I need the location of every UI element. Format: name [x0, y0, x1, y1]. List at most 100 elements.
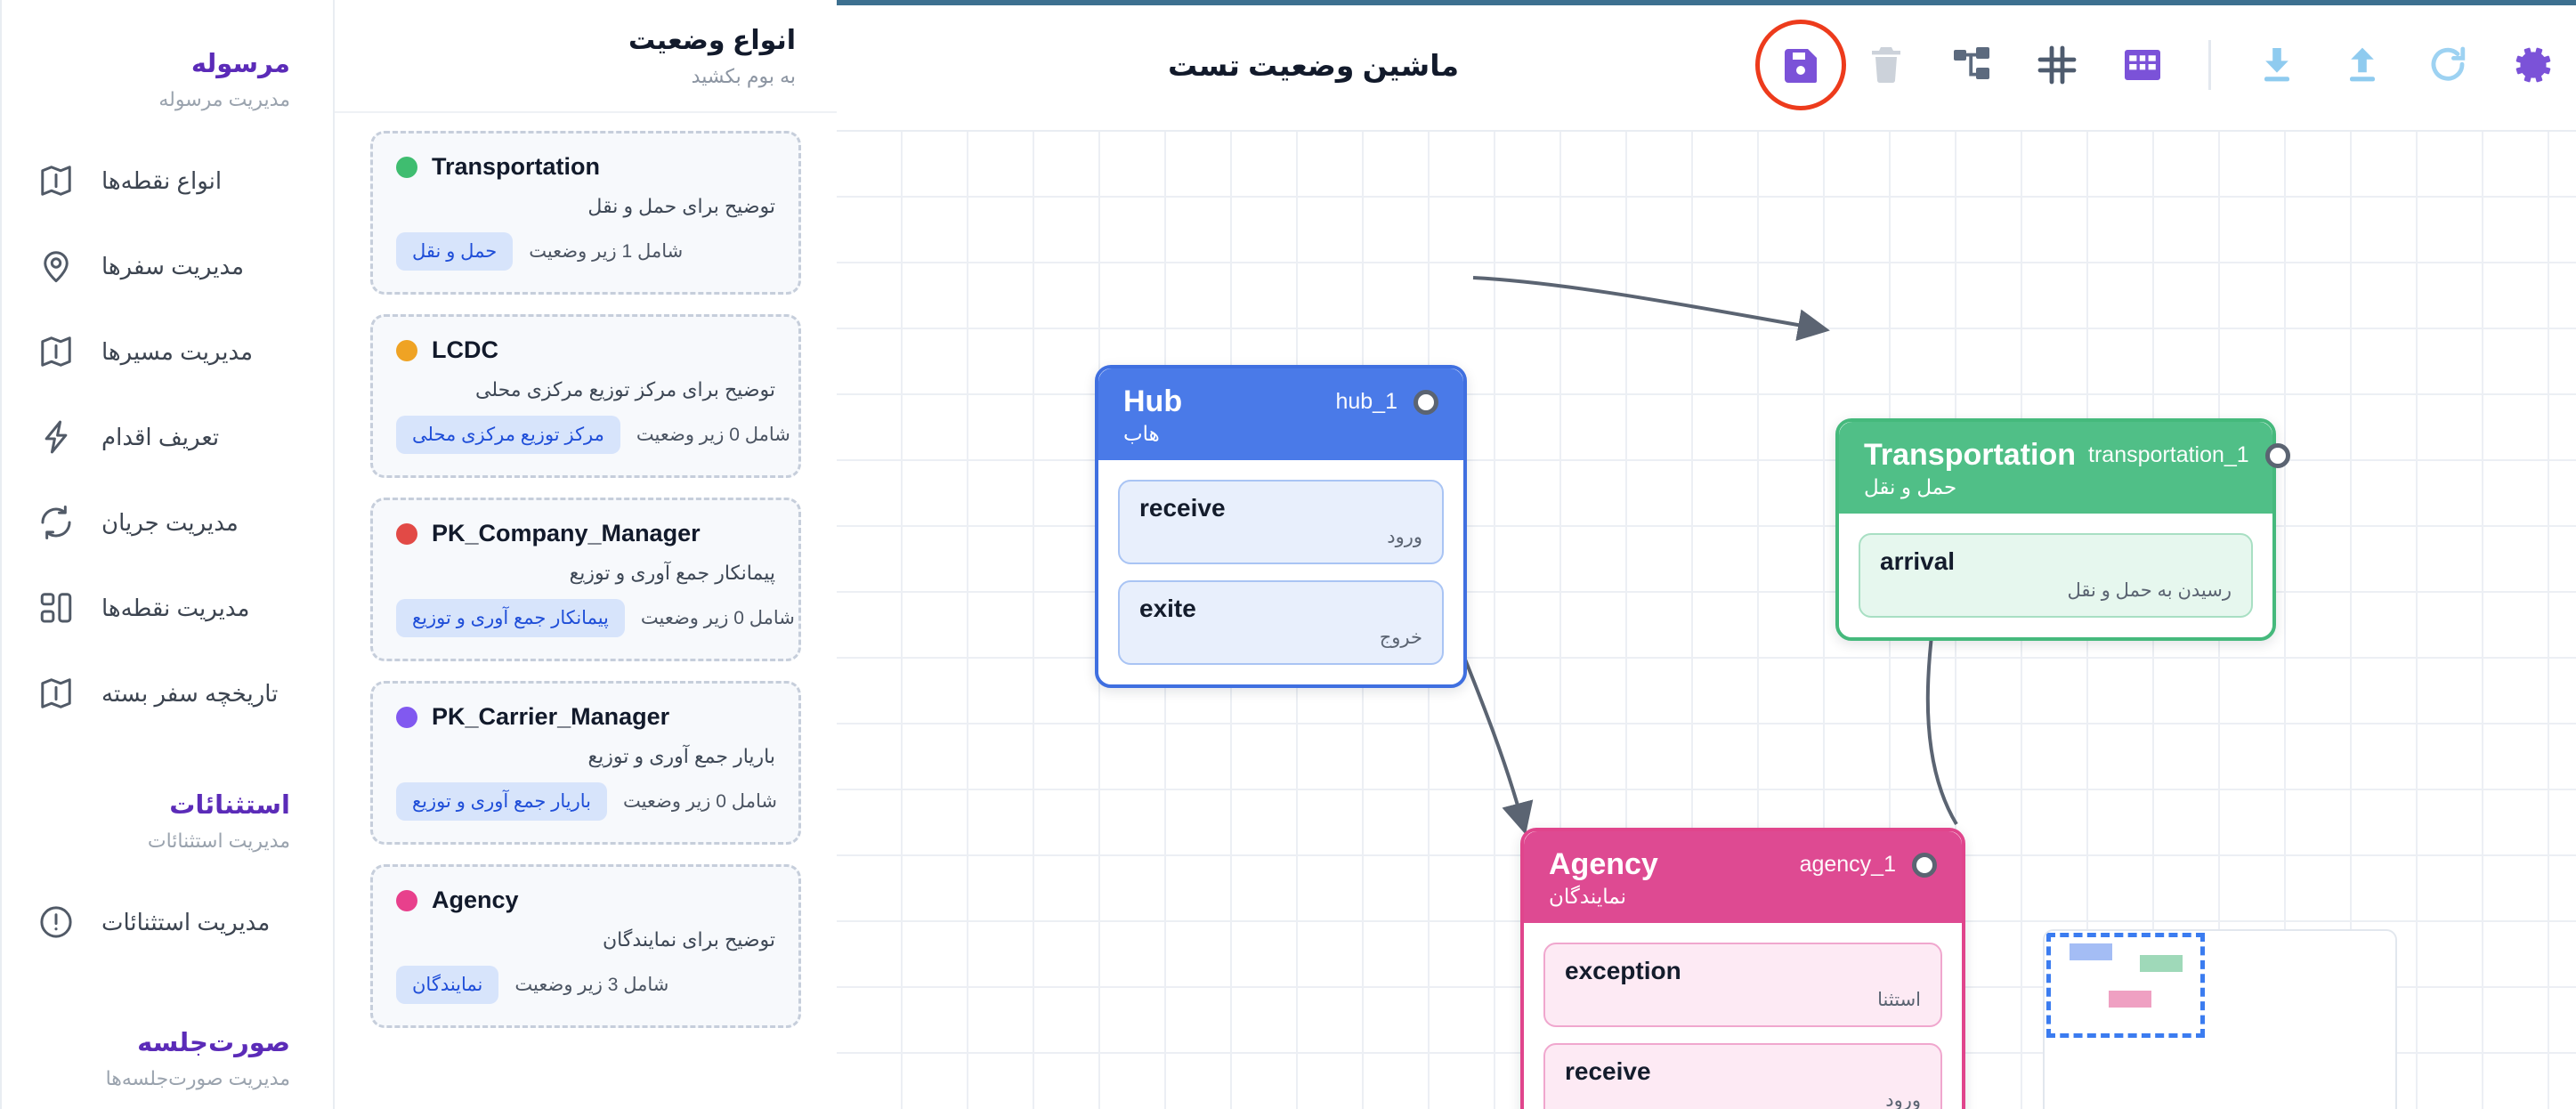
status-card-description: باریار جمع آوری و توزیع: [587, 745, 775, 767]
status-card[interactable]: PK_Company_Manager پیمانکار جمع آوری و تو…: [370, 498, 801, 661]
nav-item-list: مدیریت استثنائات: [37, 879, 290, 965]
node-sub-item-subtitle: رسیدن به حمل و نقل: [2067, 579, 2232, 601]
sidebar-item-2[interactable]: مدیریت سفرها: [37, 223, 290, 309]
status-card[interactable]: Agency توضیح برای نمایندگان نمایندگان شامل …: [370, 864, 801, 1028]
refresh-icon: [2426, 44, 2469, 86]
node-sub-item-title: receive: [1565, 1056, 1651, 1085]
sidebar-item-5[interactable]: مدیریت جریان: [37, 480, 290, 565]
delete-button[interactable]: [1843, 22, 1929, 108]
status-card-description: توضیح برای مرکز توزیع مرکزی محلی: [474, 378, 775, 401]
status-panel-header: انواع وضعیت به بوم بکشید: [335, 0, 837, 113]
status-card-description: توضیح برای حمل و نقل: [587, 195, 775, 217]
refresh-button[interactable]: [2405, 22, 2491, 108]
node-header-right: agency_1: [1800, 852, 1937, 878]
node-connection-port[interactable]: [2264, 442, 2290, 468]
node-title: Agency: [1549, 847, 1658, 881]
sidebar-item-1[interactable]: انواع نقطه‌ها: [37, 138, 290, 223]
minimap[interactable]: [2043, 929, 2397, 1109]
minimap-node: [2140, 955, 2183, 972]
node-title: Transportation: [1864, 438, 2077, 472]
node-header-row: Transportation transportation_1: [1864, 438, 2290, 472]
status-card-chip[interactable]: باریار جمع آوری و توزیع: [396, 782, 607, 821]
download-button[interactable]: [2234, 22, 2320, 108]
node-sub-item-title: exite: [1139, 594, 1196, 622]
flow-node[interactable]: Transportation transportation_1 حمل و نقل a…: [1835, 418, 2290, 641]
sidebar-item-7[interactable]: تاریخچه سفر بسته: [37, 651, 290, 736]
nav-group-subtitle: مدیریت استثنائات: [147, 830, 290, 852]
node-sub-item-subtitle: ورود: [1885, 1089, 1921, 1109]
node-sub-item[interactable]: receive ورود: [1118, 479, 1444, 564]
nav-group-subtitle: مدیریت مرسوله: [158, 88, 290, 110]
hierarchy-icon: [1950, 44, 1993, 86]
node-connection-port[interactable]: [1912, 852, 1937, 878]
status-card[interactable]: PK_Carrier_Manager باریار جمع آوری و توزی…: [370, 681, 801, 845]
node-sub-item-subtitle: استثنا: [1877, 989, 1921, 1010]
table-view-button[interactable]: [2100, 22, 2185, 108]
node-sub-item-title: receive: [1139, 493, 1226, 522]
bolt-icon: [37, 418, 75, 456]
node-header[interactable]: Transportation transportation_1 حمل و نقل: [1839, 422, 2290, 514]
sidebar-item-label: انواع نقطه‌ها: [101, 166, 223, 194]
node-sub-item[interactable]: receive ورود: [1543, 1042, 1942, 1109]
map-icon: [37, 333, 75, 370]
status-card[interactable]: Transportation توضیح برای حمل و نقل حمل و …: [370, 131, 801, 295]
top-toolbar: ماشین وضعیت تست: [837, 0, 2576, 132]
grid-toggle-button[interactable]: [2014, 22, 2100, 108]
status-types-panel: انواع وضعیت به بوم بکشید Transportation ت…: [333, 0, 837, 1109]
status-card-header: PK_Company_Manager: [396, 520, 775, 547]
status-card-name: Transportation: [432, 153, 601, 180]
status-card-chip[interactable]: مرکز توزیع مرکزی محلی: [396, 416, 620, 454]
status-card-chip[interactable]: پیمانکار جمع آوری و توزیع: [396, 599, 625, 637]
node-id: hub_1: [1335, 389, 1397, 415]
status-color-dot: [396, 706, 417, 728]
download-icon: [2256, 44, 2298, 86]
status-card-name: LCDC: [432, 336, 498, 363]
minimap-node: [2109, 991, 2151, 1008]
minimap-viewport[interactable]: [2046, 933, 2205, 1038]
sidebar-item-1[interactable]: مدیریت استثنائات: [37, 879, 290, 965]
node-subtitle: نمایندگان: [1549, 884, 1626, 908]
gear-icon: [2512, 44, 2555, 86]
sidebar-item-4[interactable]: تعریف اقدام: [37, 394, 290, 480]
status-card-name: PK_Company_Manager: [432, 520, 701, 546]
node-subtitle: حمل و نقل: [1864, 474, 1957, 498]
status-card[interactable]: LCDC توضیح برای مرکز توزیع مرکزی محلی مرکز…: [370, 314, 801, 478]
status-card-chip[interactable]: نمایندگان: [396, 966, 499, 1004]
status-card-count: شامل 3 زیر وضعیت: [514, 975, 669, 995]
status-card-count: شامل 1 زیر وضعیت: [529, 241, 684, 262]
sidebar-item-6[interactable]: مدیریت نقطه‌ها: [37, 565, 290, 651]
node-header-right: transportation_1: [2088, 442, 2290, 468]
status-card-list: Transportation توضیح برای حمل و نقل حمل و …: [335, 113, 837, 1028]
auto-layout-button[interactable]: [1929, 22, 2014, 108]
refresh-cycle-icon: [37, 504, 75, 541]
status-card-header: Transportation: [396, 153, 775, 181]
minimap-node: [2070, 943, 2112, 960]
status-color-dot: [396, 339, 417, 361]
status-card-header: Agency: [396, 886, 775, 914]
sidebar-item-3[interactable]: مدیریت مسیرها: [37, 309, 290, 394]
toolbar-button-group: [1737, 22, 2576, 108]
status-card-count: شامل 0 زیر وضعیت: [636, 425, 790, 445]
status-card-header: PK_Carrier_Manager: [396, 703, 775, 731]
status-card-description: توضیح برای نمایندگان: [602, 928, 775, 951]
node-sub-item-subtitle: ورود: [1387, 526, 1422, 547]
status-card-chip[interactable]: حمل و نقل: [396, 232, 514, 271]
node-header[interactable]: Agency agency_1 نمایندگان: [1524, 831, 1962, 923]
node-connection-port[interactable]: [1414, 389, 1438, 415]
save-button[interactable]: [1758, 22, 1843, 108]
node-id: agency_1: [1799, 852, 1896, 878]
settings-button[interactable]: [2491, 22, 2576, 108]
upload-button[interactable]: [2320, 22, 2405, 108]
